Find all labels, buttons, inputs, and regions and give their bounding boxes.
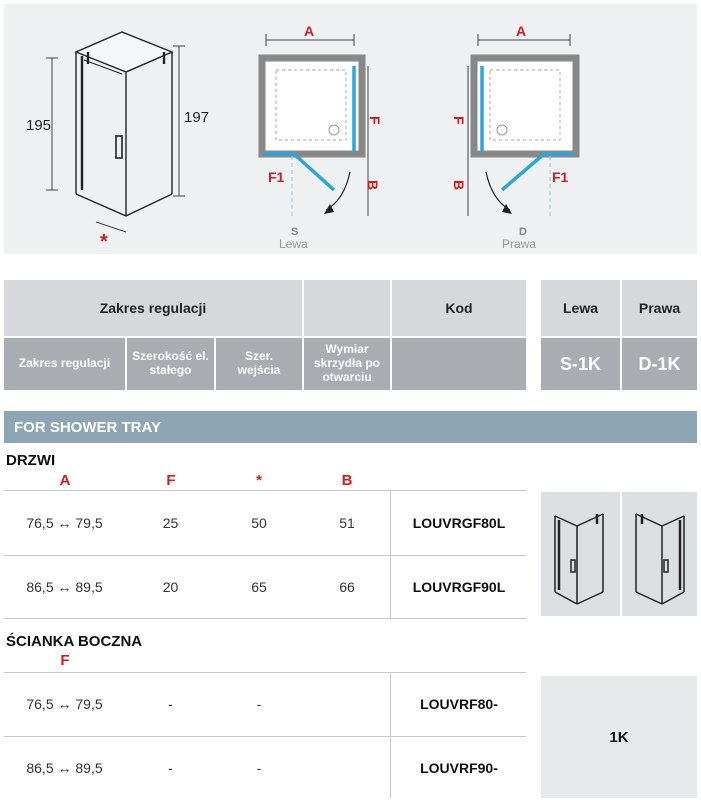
plan-right-label-f: F	[451, 116, 467, 125]
plan-left-label-b: B	[365, 180, 381, 190]
plan-left-name: Lewa	[279, 237, 308, 251]
section-bar: FOR SHOWER TRAY	[4, 411, 697, 443]
drzwi-row1-range: 76,5 ↔ 79,5	[26, 515, 103, 531]
header-s1k: S-1K	[541, 338, 620, 390]
drzwi-letter-b: B	[341, 472, 353, 489]
scianka-row2-code: LOUVRF90-	[420, 760, 498, 776]
header-szerokosc: Szerokość el. stałego	[127, 338, 214, 390]
drzwi-title: DRZWI	[6, 452, 56, 469]
diagram-svg: 195 197 * A F B F1 S Lewa	[26, 23, 580, 253]
technical-diagram: 195 197 * A F B F1 S Lewa	[4, 4, 697, 254]
product-image-left	[541, 492, 620, 616]
drzwi-row2-b: 66	[339, 579, 355, 595]
plan-left-code: S	[291, 226, 298, 238]
height-right-label: 197	[184, 109, 209, 126]
scianka-row2-range: 86,5 ↔ 89,5	[26, 760, 103, 776]
scianka-row2-star: -	[256, 760, 262, 776]
plan-left-label-f: F	[367, 116, 383, 125]
row-divider	[4, 555, 526, 556]
header-prawa: Prawa	[622, 280, 697, 336]
drzwi-row1-f: 25	[162, 515, 179, 531]
header-kod: Kod	[392, 280, 526, 336]
drzwi-row2-f: 20	[162, 579, 179, 595]
drzwi-letter-a: A	[59, 472, 71, 489]
drzwi-letter-f: F	[166, 472, 176, 489]
plan-right-name: Prawa	[502, 237, 536, 251]
drzwi-row2-range: 86,5 ↔ 89,5	[26, 579, 103, 595]
asterisk-label: *	[100, 231, 108, 253]
header-lewa: Lewa	[541, 280, 620, 336]
drzwi-row2-code: LOUVRGF90L	[412, 579, 506, 595]
plan-left: A F B F1 S Lewa	[258, 23, 383, 251]
plan-left-label-a: A	[304, 23, 314, 39]
cabin-3d-drawing	[74, 31, 174, 217]
header-zakres-sub: Zakres regulacji	[4, 338, 125, 390]
plan-right-label-a: A	[516, 23, 526, 39]
scianka-title: ŚCIANKA BOCZNA	[6, 633, 143, 650]
drzwi-row2-star: 65	[251, 579, 267, 595]
plan-right-label-f1: F1	[552, 169, 569, 185]
drzwi-row1-code: LOUVRGF80L	[412, 515, 506, 531]
header-kod-sub	[392, 338, 526, 390]
drzwi-row1-b: 51	[339, 515, 355, 531]
header-szer-wejscia: Szer. wejścia	[216, 338, 302, 390]
plan-left-label-f1: F1	[268, 169, 285, 185]
row-divider	[4, 672, 526, 673]
product-image-right	[622, 492, 697, 616]
row-divider	[4, 490, 526, 491]
row-divider	[4, 736, 526, 737]
header-d1k: D-1K	[622, 338, 697, 390]
height-left-label: 195	[26, 117, 51, 134]
drzwi-row1-star: 50	[251, 515, 267, 531]
cabin-left-icon	[554, 513, 604, 605]
scianka-row2-f: -	[168, 760, 173, 776]
cabin-right-icon	[635, 513, 685, 605]
plan-right: A F B F1 D Prawa	[451, 23, 580, 251]
column-divider	[390, 490, 391, 618]
scianka-row1-code: LOUVRF80-	[420, 696, 498, 712]
scianka-row1-f: -	[168, 696, 173, 712]
header-zakres-top: Zakres regulacji	[4, 280, 302, 336]
plan-right-code: D	[519, 226, 527, 238]
row-divider	[4, 618, 526, 619]
scianka-row1-star: -	[256, 696, 262, 712]
plan-right-label-b: B	[451, 180, 467, 190]
scianka-row1-range: 76,5 ↔ 79,5	[26, 696, 103, 712]
header-blank	[304, 280, 390, 336]
scianka-letter-f: F	[60, 652, 70, 669]
column-divider	[390, 672, 391, 798]
variant-1k: 1K	[541, 676, 697, 798]
drzwi-letter-star: *	[256, 472, 262, 489]
header-wymiar: Wymiar skrzydła po otwarciu	[304, 338, 390, 390]
